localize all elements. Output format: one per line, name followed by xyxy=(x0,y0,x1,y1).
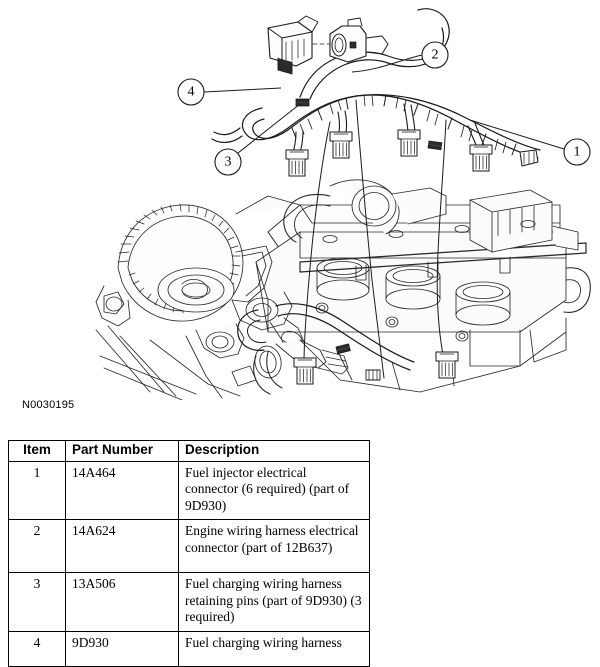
leader-line-4 xyxy=(203,87,282,93)
cell-part-number: 14A624 xyxy=(65,519,179,574)
callout-leaders xyxy=(203,54,565,154)
header-part-number: Part Number xyxy=(65,440,179,462)
cell-item: 1 xyxy=(8,460,66,521)
engine-illustration-svg: 1 2 3 4 xyxy=(95,8,591,400)
callout-3-label: 3 xyxy=(225,155,232,170)
fuel-injector-connector xyxy=(435,351,459,379)
cell-description: Fuel charging wiring harness retaining p… xyxy=(178,572,370,632)
cell-part-number: 9D930 xyxy=(65,630,179,667)
table-row: 4 9D930 Fuel charging wiring harness xyxy=(8,630,370,667)
parts-table-container: Item Part Number Description 1 14A464 Fu… xyxy=(8,440,370,667)
engine-block-art xyxy=(95,179,591,400)
leader-line-3 xyxy=(237,103,301,154)
engine-wiring-harness-connector xyxy=(267,15,389,75)
figure-id-label: N0030195 xyxy=(22,399,75,411)
leader-line-2 xyxy=(351,54,423,73)
callout-1: 1 xyxy=(563,138,591,166)
table-header-row: Item Part Number Description xyxy=(8,440,370,462)
table-row: 1 14A464 Fuel injector electrical connec… xyxy=(8,460,370,521)
cell-description: Fuel charging wiring harness xyxy=(178,630,370,667)
header-item: Item xyxy=(8,440,66,462)
harness-retaining-pin xyxy=(427,140,443,151)
cell-description: Fuel injector electrical connector (6 re… xyxy=(178,460,370,521)
callout-4-label: 4 xyxy=(188,85,195,100)
table-row: 3 13A506 Fuel charging wiring harness re… xyxy=(8,572,370,632)
callout-2: 2 xyxy=(421,41,449,69)
harness-retaining-pin xyxy=(295,98,310,107)
cell-part-number: 13A506 xyxy=(65,572,179,632)
fuel-injector-connector xyxy=(285,149,309,177)
engine-illustration: 1 2 3 4 xyxy=(95,8,591,400)
harness-clip xyxy=(365,369,381,381)
cell-description: Engine wiring harness electrical connect… xyxy=(178,519,370,574)
fuel-injector-connector xyxy=(397,129,421,157)
header-description: Description xyxy=(178,440,370,462)
cell-part-number: 14A464 xyxy=(65,460,179,521)
cell-item: 3 xyxy=(8,572,66,632)
callout-3: 3 xyxy=(214,148,242,176)
harness-retaining-pin xyxy=(335,343,351,355)
cell-item: 2 xyxy=(8,519,66,574)
fuel-injector-connector xyxy=(329,131,353,159)
leader-line-1 xyxy=(469,119,565,150)
parts-table: Item Part Number Description 1 14A464 Fu… xyxy=(8,440,370,667)
callout-2-label: 2 xyxy=(432,48,439,63)
service-manual-page: 1 2 3 4 N0030195 Item Part Number xyxy=(8,8,591,667)
cell-item: 4 xyxy=(8,630,66,667)
fuel-injector-connector xyxy=(469,144,493,172)
table-row: 2 14A624 Engine wiring harness electrica… xyxy=(8,519,370,574)
callout-1-label: 1 xyxy=(574,145,581,160)
fuel-injector-connector xyxy=(293,357,317,385)
callout-4: 4 xyxy=(177,78,205,106)
harness-mount-tab xyxy=(519,149,539,167)
